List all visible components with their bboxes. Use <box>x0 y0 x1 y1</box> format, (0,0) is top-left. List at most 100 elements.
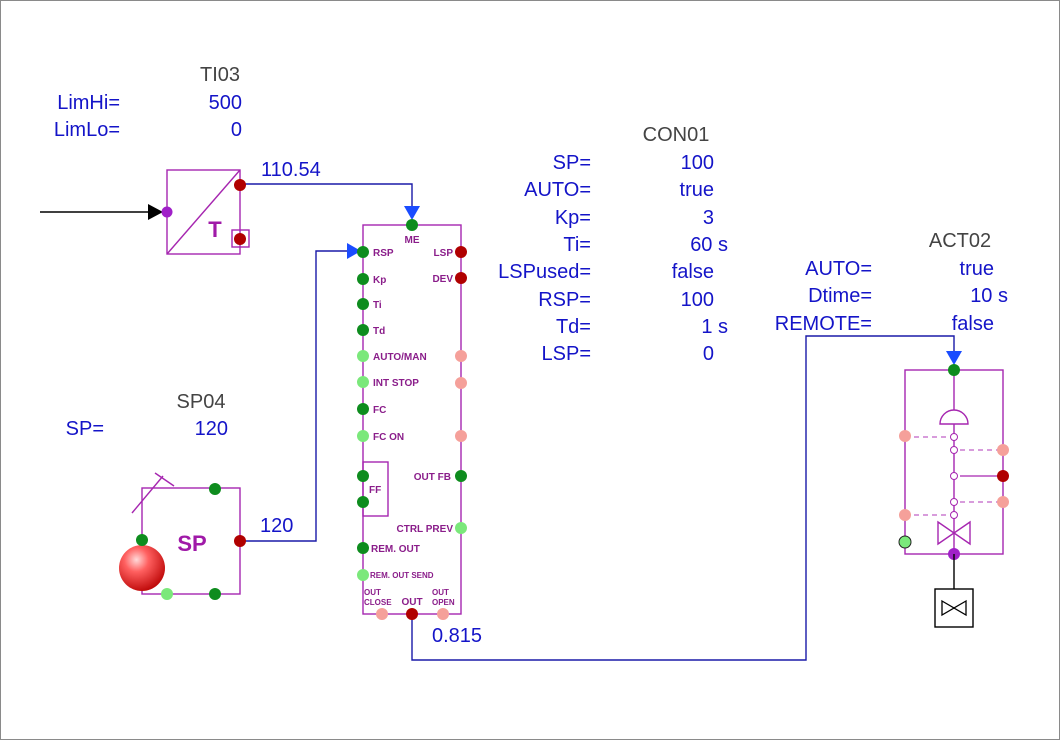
act02-param-name: AUTO= <box>805 258 872 280</box>
con01-param-name: SP= <box>553 152 591 174</box>
con01-pin-out-open[interactable] <box>437 608 449 620</box>
act02-title: ACT02 <box>929 230 991 252</box>
sp04-param-name: SP= <box>66 418 104 440</box>
con01-pin-kp[interactable] <box>357 273 369 285</box>
ti03-output-pin[interactable] <box>234 179 246 191</box>
ti03-status-pin[interactable] <box>234 233 246 245</box>
con01-label-fc-on: FC ON <box>373 432 404 443</box>
con01-label-rsp: RSP <box>373 248 394 259</box>
con01-pin-me[interactable] <box>406 219 418 231</box>
con01-pin-fc[interactable] <box>357 403 369 415</box>
sp04-lever <box>131 475 164 514</box>
arrow-con01-me <box>404 206 420 220</box>
act02-param-name: REMOTE= <box>775 313 872 335</box>
act02-contact <box>950 511 958 519</box>
con01-label-fc: FC <box>373 405 386 416</box>
con01-label-me: ME <box>405 235 420 246</box>
con01-pin-out-fb[interactable] <box>455 470 467 482</box>
ti03-status-box <box>231 229 250 248</box>
con01-pin-int-stop[interactable] <box>357 376 369 388</box>
con01-label-rem-out: REM. OUT <box>371 544 420 555</box>
act02-pin-left-2[interactable] <box>899 509 911 521</box>
act02-valve-icon-left <box>937 520 956 546</box>
con01-param-value: 3 <box>703 207 714 229</box>
ti03-param-value: 500 <box>209 92 242 114</box>
act02-contact <box>950 446 958 454</box>
con01-label-out-open-1: OUT <box>432 588 449 597</box>
sp04-pin-top[interactable] <box>209 483 221 495</box>
con01-label-int-stop: INT STOP <box>373 378 419 389</box>
act02-input-pin[interactable] <box>948 364 960 376</box>
con01-output-value: 0.815 <box>432 625 482 647</box>
act02-param-value: 10 s <box>970 285 1008 307</box>
ti03-title: TI03 <box>200 64 240 86</box>
con01-pin-right-2[interactable] <box>455 377 467 389</box>
arrow-con01-rsp <box>347 243 361 259</box>
con01-pin-rem-out-send[interactable] <box>357 569 369 581</box>
block-sp04[interactable]: SP04 SP= 120 SP 120 <box>66 391 294 600</box>
ti03-param-name: LimHi= <box>57 92 120 114</box>
sp04-pin-bottom-1[interactable] <box>161 588 173 600</box>
sp04-pin-bottom-2[interactable] <box>209 588 221 600</box>
con01-pin-dev[interactable] <box>455 272 467 284</box>
con01-pin-ff-2[interactable] <box>357 496 369 508</box>
act02-contact <box>950 472 958 480</box>
act02-param-value: true <box>960 258 994 280</box>
block-act02[interactable]: ACT02 AUTO= true Dtime= 10 s REMOTE= fal… <box>775 230 1009 628</box>
con01-label-out: OUT <box>401 597 422 608</box>
con01-param-value: 60 s <box>690 234 728 256</box>
con01-label-td: Td <box>373 326 385 337</box>
sp04-pin-left[interactable] <box>136 534 148 546</box>
wire-ti03-to-con01-me[interactable] <box>240 183 413 207</box>
act02-bowtie-icon-right <box>952 599 967 617</box>
con01-param-value: 100 <box>681 289 714 311</box>
act02-pin-left-1[interactable] <box>899 430 911 442</box>
con01-ff-box <box>362 461 389 517</box>
con01-label-dev: DEV <box>432 274 453 285</box>
con01-pin-auto-man[interactable] <box>357 350 369 362</box>
con01-pin-right-3[interactable] <box>455 430 467 442</box>
act02-param-value: false <box>952 313 994 335</box>
block-ti03[interactable]: TI03 LimHi= 500 LimLo= 0 T 110.54 <box>54 64 321 255</box>
con01-param-name: LSP= <box>542 343 591 365</box>
sp04-knob-icon[interactable] <box>119 545 165 591</box>
sp04-title: SP04 <box>177 391 226 413</box>
con01-param-value: true <box>680 179 714 201</box>
act02-pin-right-1[interactable] <box>997 444 1009 456</box>
input-arrow-ti03 <box>148 204 163 220</box>
con01-label-out-fb: OUT FB <box>414 472 451 483</box>
act02-pin-right-3[interactable] <box>997 496 1009 508</box>
con01-pin-lsp[interactable] <box>455 246 467 258</box>
con01-param-value: false <box>672 261 714 283</box>
con01-label-ti: Ti <box>373 300 382 311</box>
wire-sp04-to-con01-rsp[interactable] <box>240 250 348 542</box>
ti03-diagonal <box>166 169 241 255</box>
con01-pin-fc-on[interactable] <box>357 430 369 442</box>
con01-param-value: 1 s <box>701 316 728 338</box>
con01-pin-out[interactable] <box>406 608 418 620</box>
con01-pin-rem-out[interactable] <box>357 542 369 554</box>
ti03-input-pin[interactable] <box>161 206 173 218</box>
con01-pin-td[interactable] <box>357 324 369 336</box>
con01-label-out-close-1: OUT <box>364 588 381 597</box>
con01-pin-out-close[interactable] <box>376 608 388 620</box>
act02-pin-left-3[interactable] <box>898 535 912 549</box>
wire-con01-out-to-act02[interactable] <box>411 335 955 661</box>
ti03-output-value: 110.54 <box>261 159 321 181</box>
con01-label-out-open-2: OPEN <box>432 598 455 607</box>
con01-pin-right-1[interactable] <box>455 350 467 362</box>
con01-pin-ctrl-prev[interactable] <box>455 522 467 534</box>
con01-pin-ff-1[interactable] <box>357 470 369 482</box>
signal-wires <box>40 183 962 661</box>
sp04-output-pin[interactable] <box>234 535 246 547</box>
act02-actuator-icon <box>939 409 969 425</box>
con01-pin-ti[interactable] <box>357 298 369 310</box>
con01-pin-rsp[interactable] <box>357 246 369 258</box>
sp04-output-value: 120 <box>260 515 293 537</box>
act02-pin-right-2[interactable] <box>997 470 1009 482</box>
act02-bowtie-icon-left <box>941 599 956 617</box>
sp04-lever-tip <box>154 472 175 487</box>
